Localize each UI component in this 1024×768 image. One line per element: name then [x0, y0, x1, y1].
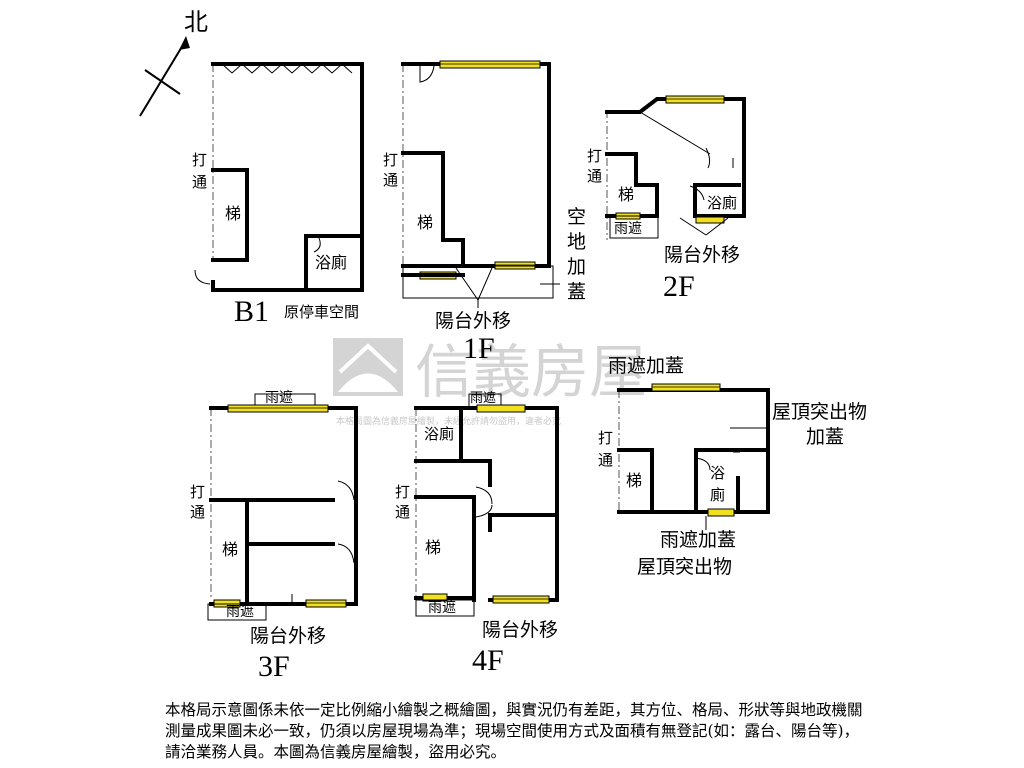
- f3-open-label-1: 打: [190, 483, 205, 501]
- roof-stair-label: 梯: [626, 471, 642, 490]
- floor-2f: 打 通 梯 浴廁 雨遮 陽台外移 2F: [587, 95, 746, 303]
- f1-open-label-2: 通: [383, 171, 398, 189]
- f4-rain-top-label: 雨遮: [470, 390, 496, 406]
- b1-stair-label: 梯: [225, 204, 241, 223]
- floor-roof: 雨遮加蓋 屋頂突出物 加蓋 打 通 梯 浴 廁 雨遮加蓋 屋頂突出物: [598, 355, 867, 578]
- f2-floor-label: 2F: [663, 270, 695, 303]
- f1-open-label-1: 打: [383, 151, 398, 169]
- f1-floor-label: 1F: [463, 332, 495, 365]
- floor-3f: 雨遮 打 通 梯 雨遮 陽台外移 3F: [190, 390, 358, 683]
- watermark-brand: 信義房屋: [415, 338, 647, 406]
- f4-balcony-label: 陽台外移: [482, 619, 558, 641]
- floor-b1: 打 通 梯 浴廁 B1 原停車空間: [192, 62, 364, 328]
- brand-logo-icon: [333, 338, 403, 396]
- f2-stair-label: 梯: [618, 185, 634, 204]
- b1-open-label-2: 通: [192, 173, 207, 191]
- f1-stair-label: 梯: [417, 213, 433, 232]
- roof-rain-bottom-label: 雨遮加蓋: [660, 529, 736, 551]
- f1-vacant-label-4: 蓋: [567, 281, 586, 303]
- roof-open-label-2: 通: [598, 451, 613, 469]
- watermark: 信義房屋 本格局圖為信義房屋繪製，未經允許請勿盜用，違者必究: [333, 338, 647, 427]
- f2-rain-label: 雨遮: [614, 221, 642, 237]
- f4-stair-label: 梯: [425, 538, 441, 557]
- f2-balcony-label: 陽台外移: [664, 244, 740, 266]
- f2-open-label-1: 打: [587, 147, 602, 165]
- f3-balcony-label: 陽台外移: [250, 625, 326, 647]
- f4-open-label-2: 通: [395, 503, 410, 521]
- floor-4f: 雨遮 浴廁 打 通 梯 雨遮 陽台外移 4F: [395, 390, 559, 677]
- roof-protrusion-label: 屋頂突出物: [637, 556, 732, 578]
- roof-bath-label-1: 浴: [710, 464, 725, 482]
- f4-open-label-1: 打: [395, 483, 410, 501]
- b1-floor-label: B1: [234, 295, 269, 328]
- b1-open-label-1: 打: [192, 151, 207, 169]
- f1-vacant-label-2: 地: [567, 231, 586, 253]
- disclaimer-text: 本格局示意圖係未依一定比例縮小繪製之概繪圖，與實況仍有差距，其方位、格局、形狀等…: [165, 701, 863, 761]
- roof-protrusion-addition-label-2: 加蓋: [806, 426, 844, 448]
- roof-bath-label-2: 廁: [710, 486, 725, 504]
- f3-floor-label: 3F: [258, 650, 290, 683]
- f2-open-label-2: 通: [587, 167, 602, 185]
- b1-parking-label: 原停車空間: [284, 303, 359, 321]
- roof-rain-addition-label: 雨遮加蓋: [608, 355, 684, 377]
- f2-bathroom-label: 浴廁: [707, 194, 737, 212]
- north-label: 北: [184, 8, 208, 36]
- north-arrow: 北: [139, 8, 208, 117]
- f1-balcony-label: 陽台外移: [435, 310, 511, 332]
- f3-rain-bottom-label: 雨遮: [226, 604, 254, 620]
- f4-bathroom-label: 浴廁: [424, 425, 454, 443]
- watermark-note: 本格局圖為信義房屋繪製，未經允許請勿盜用，違者必究: [336, 415, 561, 427]
- f3-open-label-2: 通: [190, 503, 205, 521]
- f3-stair-label: 梯: [222, 540, 238, 559]
- f4-rain-bottom-label: 雨遮: [428, 600, 456, 616]
- roof-protrusion-addition-label-1: 屋頂突出物: [772, 401, 867, 423]
- f3-rain-top-label: 雨遮: [265, 390, 293, 406]
- roof-open-label-1: 打: [598, 429, 613, 447]
- f4-floor-label: 4F: [472, 644, 504, 677]
- f1-vacant-label-1: 空: [567, 206, 586, 228]
- floor-1f: 打 通 梯 空 地 加 蓋 陽台外移 1F: [383, 60, 586, 365]
- f1-vacant-label-3: 加: [567, 256, 586, 278]
- b1-bathroom-label: 浴廁: [315, 253, 347, 272]
- floor-plan-diagram: 信義房屋 本格局圖為信義房屋繪製，未經允許請勿盜用，違者必究 北 打 通 梯 浴…: [139, 8, 867, 683]
